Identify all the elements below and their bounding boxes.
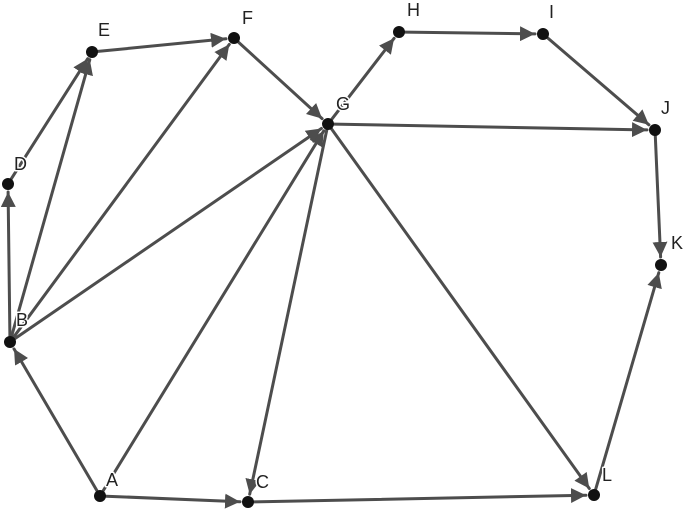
edge-c-l — [252, 488, 588, 504]
edge-d-e — [9, 57, 90, 181]
node-label-e: E — [98, 20, 110, 40]
node-labels: A B C D E F G H I J K L — [13, 0, 684, 494]
edge-g-l — [330, 127, 591, 490]
node-j — [649, 124, 661, 136]
edge-e-f — [96, 32, 228, 53]
edge-g-h — [330, 36, 396, 121]
node-label-i: I — [549, 2, 554, 22]
node-label-a: A — [106, 470, 118, 490]
node-l — [588, 489, 600, 501]
node-label-d: D — [14, 154, 27, 174]
edge-a-b — [12, 347, 99, 493]
node-label-f: F — [242, 8, 253, 28]
edge-g-c — [245, 128, 329, 496]
node-label-c: C — [256, 472, 269, 492]
edge-a-c — [104, 493, 242, 509]
node-label-b: B — [16, 310, 28, 330]
node-h — [393, 26, 405, 38]
node-c — [242, 496, 254, 508]
node-f — [228, 32, 240, 44]
node-i — [537, 28, 549, 40]
node-label-j: J — [661, 98, 670, 118]
edge-h-i — [403, 26, 537, 42]
node-d — [2, 178, 14, 190]
node-label-h: H — [407, 0, 420, 20]
edge-b-g — [13, 127, 323, 341]
node-label-k: K — [671, 233, 683, 253]
nodes — [2, 26, 667, 508]
edge-b-e — [10, 58, 93, 338]
edge-b-d — [0, 190, 16, 338]
node-label-l: L — [602, 465, 612, 485]
edges — [0, 26, 668, 509]
edge-f-g — [236, 40, 324, 121]
node-label-g: G — [336, 94, 350, 114]
edge-j-k — [652, 134, 668, 259]
node-g — [322, 118, 334, 130]
node-e — [86, 46, 98, 58]
edge-g-j — [332, 122, 649, 138]
node-k — [655, 259, 667, 271]
edge-b-f — [12, 42, 231, 339]
edge-a-g — [101, 129, 326, 493]
node-b — [4, 336, 16, 348]
node-a — [94, 490, 106, 502]
edge-i-j — [546, 36, 651, 127]
edge-l-k — [594, 271, 662, 491]
